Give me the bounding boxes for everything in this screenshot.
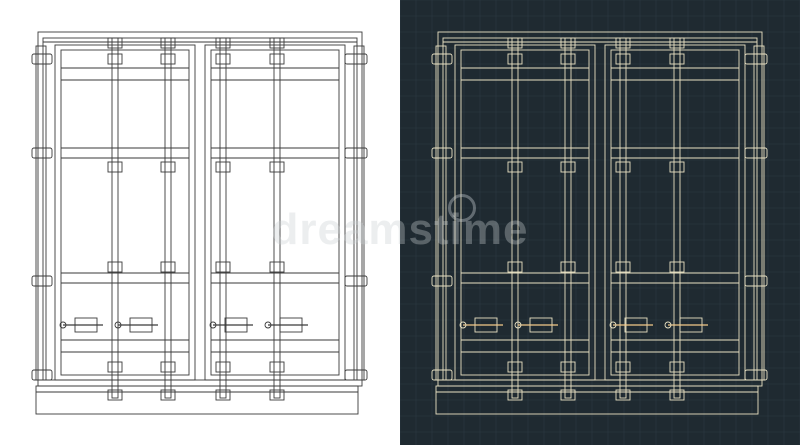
door-panel (454, 44, 596, 381)
lock-bar-guide (560, 37, 576, 49)
left-hinge (31, 275, 53, 287)
lock-bar-guide (269, 37, 285, 49)
lock-bar-guide (160, 53, 176, 65)
handle-pivot (209, 321, 217, 329)
lock-bar-guide (269, 361, 285, 373)
lock-bar-guide (269, 161, 285, 173)
lock-bar (619, 37, 627, 399)
container-doors-group (431, 31, 768, 415)
lock-bar-guide (107, 361, 123, 373)
lock-bar-guide (269, 389, 285, 401)
handle-pivot (514, 321, 522, 329)
light-drawing-panel (31, 31, 368, 415)
lock-bar-guide (160, 161, 176, 173)
left-hinge (431, 369, 453, 381)
door-panel (604, 44, 746, 381)
lock-bar-guide (160, 361, 176, 373)
handle-pivot (609, 321, 617, 329)
lock-bar-guide (669, 53, 685, 65)
left-hinge (431, 275, 453, 287)
door-inner-panel (610, 49, 740, 376)
lock-bar-guide (615, 161, 631, 173)
lock-bar-guide (160, 37, 176, 49)
container-doors-drawing-light (31, 31, 368, 415)
lock-bar-guide (107, 37, 123, 49)
handle-pivot (59, 321, 67, 329)
lock-bar-guide (215, 161, 231, 173)
left-hinge (31, 369, 53, 381)
lock-bar-guide (615, 361, 631, 373)
outer-frame (437, 31, 763, 387)
lock-bar-guide (560, 161, 576, 173)
container-doors-drawing-blueprint (400, 0, 800, 445)
lock-bar-guide (507, 361, 523, 373)
door-inner-panel (60, 49, 190, 376)
lock-bar-guide (107, 161, 123, 173)
left-hinge (31, 147, 53, 159)
handle-pivot (114, 321, 122, 329)
container-doors-group (31, 31, 368, 415)
bottom-sill (35, 385, 359, 415)
lock-bar-guide (107, 389, 123, 401)
door-panel (204, 44, 346, 381)
blueprint-grid (400, 0, 800, 445)
inner-frame (442, 37, 758, 381)
inner-frame (42, 37, 358, 381)
lock-bar-guide (669, 161, 685, 173)
lock-bar-guide (215, 361, 231, 373)
lock-bar-guide (560, 361, 576, 373)
lock-bar-guide (669, 261, 685, 273)
dreamstime-logo-icon (448, 194, 476, 222)
lock-bar (164, 37, 172, 399)
lock-bar-guide (669, 361, 685, 373)
blueprint-drawing-panel (400, 0, 800, 445)
lock-bar-guide (269, 53, 285, 65)
lock-bar-guide (215, 261, 231, 273)
lock-bar-guide (215, 389, 231, 401)
right-corner-post (353, 45, 365, 381)
lock-bar-guide (507, 53, 523, 65)
bottom-sill (435, 385, 759, 415)
handle-pivot (459, 321, 467, 329)
left-corner-post (35, 45, 47, 381)
lock-bar (564, 37, 572, 399)
lock-bar-guide (560, 261, 576, 273)
outer-frame (37, 31, 363, 387)
lock-bar (511, 37, 519, 399)
door-panel (54, 44, 196, 381)
lock-bar (673, 37, 681, 399)
lock-bar-guide (107, 53, 123, 65)
lock-bar-guide (669, 389, 685, 401)
left-hinge (31, 53, 53, 65)
lock-bar (219, 37, 227, 399)
lock-bar-guide (269, 261, 285, 273)
lock-bar-guide (615, 53, 631, 65)
handle-pivot (264, 321, 272, 329)
lock-bar-guide (615, 389, 631, 401)
lock-bar (111, 37, 119, 399)
door-inner-panel (210, 49, 340, 376)
lock-bar-guide (507, 261, 523, 273)
lock-bar-guide (160, 261, 176, 273)
lock-bar-guide (669, 37, 685, 49)
lock-bar-guide (615, 37, 631, 49)
handle-pivot (664, 321, 672, 329)
lock-bar-guide (107, 261, 123, 273)
left-hinge (431, 53, 453, 65)
lock-bar-guide (507, 37, 523, 49)
lock-bar-guide (215, 37, 231, 49)
left-hinge (431, 147, 453, 159)
lock-bar-guide (560, 53, 576, 65)
lock-bar-guide (615, 261, 631, 273)
lock-bar-guide (160, 389, 176, 401)
lock-bar-guide (507, 161, 523, 173)
lock-bar-guide (215, 53, 231, 65)
lock-bar-guide (560, 389, 576, 401)
lock-bar (273, 37, 281, 399)
lock-bar-guide (507, 389, 523, 401)
